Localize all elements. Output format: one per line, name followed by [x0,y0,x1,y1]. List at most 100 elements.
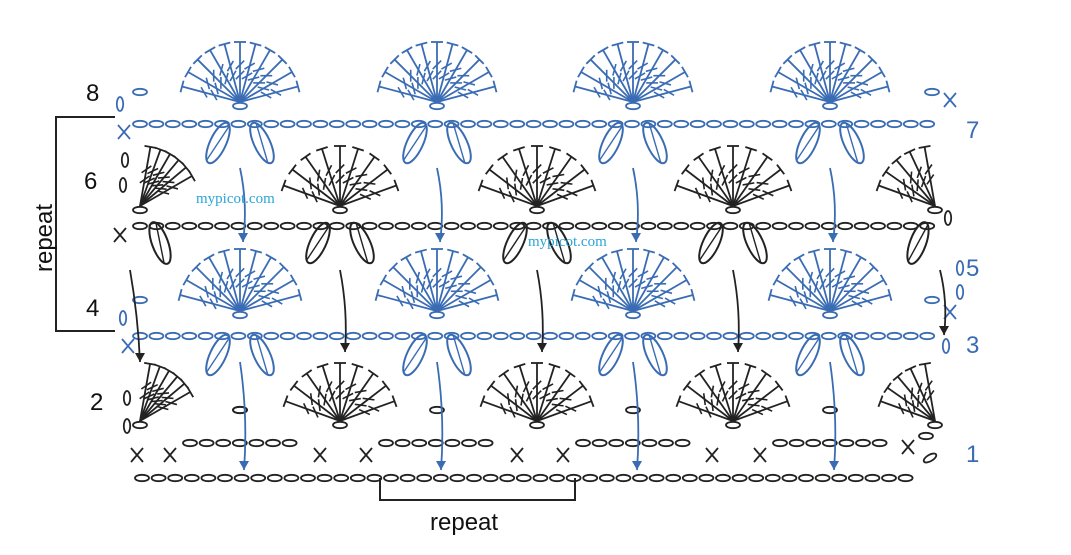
treble-top-bar [280,179,287,192]
treble-slash [140,381,152,390]
single-crochet-symbol [705,447,719,463]
treble-slash [909,171,913,184]
treble-slash [804,82,809,95]
treble-slash [426,70,434,82]
chain-symbol [881,473,897,483]
chain-symbol [814,473,831,483]
treble-top-bar [391,395,398,408]
treble-post [436,71,490,103]
single-crochet-symbol [117,124,131,140]
treble-slash [924,380,933,391]
chain-symbol [574,221,591,231]
treble-top-bar [784,395,791,408]
treble-slash [709,169,714,182]
chain-symbol [771,331,788,341]
chain-symbol [822,101,838,111]
chain-symbol [115,96,125,112]
chain-symbol [197,331,214,341]
treble-slash [151,184,164,187]
arrow-line [939,269,947,336]
treble-top-bar [585,54,596,65]
treble-slash [916,179,919,192]
chain-symbol [902,331,919,341]
treble-slash [499,402,507,415]
chain-symbol [283,473,300,483]
treble-slash [349,182,362,186]
treble-slash [748,173,761,178]
treble-slash [748,187,761,192]
cluster-petal-line [255,335,269,375]
chain-symbol [575,438,591,448]
treble-top-bar [642,41,655,47]
treble-slash [450,275,463,281]
treble-slash [718,164,726,177]
treble-top-bar [186,386,195,398]
treble-top-bar [475,262,486,273]
treble-slash [532,390,542,400]
treble-slash [455,294,468,300]
treble-slash [556,193,569,201]
treble-post [239,85,299,103]
treble-top-bar [693,152,705,162]
treble-top-bar [188,170,196,182]
treble-slash [646,275,659,281]
cluster-petal-line [452,335,466,375]
treble-top-bar [172,372,183,382]
treble-top-bar [918,144,931,149]
treble-top-bar [776,164,785,175]
treble-post [436,85,496,103]
treble-slash [253,275,266,281]
treble-post [897,375,936,422]
cluster-petal [839,121,865,165]
treble-slash [423,60,432,72]
treble-slash [410,291,416,303]
treble-slash [226,60,235,72]
chain-symbol [482,473,499,483]
treble-slash [270,88,282,97]
chain-symbol [265,438,281,448]
repeat-bracket-bottom [379,478,576,501]
treble-top-bar [288,164,297,175]
chain-symbol [886,331,903,341]
chain-symbol [132,205,148,215]
treble-slash [861,297,873,305]
chain-symbol [132,331,148,341]
treble-slash [598,77,604,90]
treble-top-bar [300,152,312,162]
treble-slash [218,271,224,284]
treble-slash [241,72,253,80]
treble-slash [654,300,666,308]
chain-symbol [591,331,608,341]
chain-symbol [411,438,428,448]
row-number-8: 8 [86,80,99,107]
treble-post [775,279,831,312]
treble-slash [897,402,905,415]
chain-symbol [312,119,329,129]
chain-symbol [132,295,148,305]
treble-slash [396,295,404,307]
treble-post [392,266,438,312]
cluster-petal [249,333,275,377]
chain-symbol [715,473,731,483]
treble-slash [559,397,572,401]
treble-post [924,363,936,422]
treble-top-bar [181,162,191,173]
treble-post [588,266,634,312]
chain-symbol [443,221,460,231]
treble-slash [224,72,229,85]
chain-symbol [476,119,493,129]
chain-symbol [164,221,181,231]
treble-slash [747,403,760,407]
treble-slash [213,291,219,303]
treble-top-bar [760,369,772,378]
treble-slash [896,187,904,199]
treble-post [616,43,634,103]
treble-top-bar [855,253,867,262]
treble-top-bar [794,46,806,54]
chain-symbol [509,119,526,129]
treble-slash [612,63,617,76]
treble-post [139,363,151,422]
chain-symbol [788,438,805,448]
treble-top-bar [793,253,805,262]
treble-slash [420,280,426,293]
